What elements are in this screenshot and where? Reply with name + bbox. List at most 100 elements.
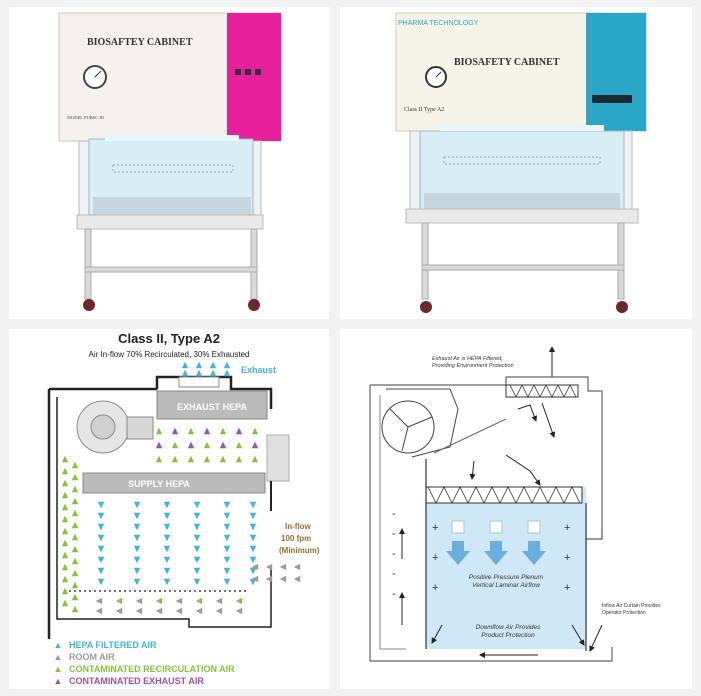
svg-text:+: + [564, 582, 570, 594]
airflow-arrow-mark [249, 534, 257, 542]
airflow-arrow-mark [249, 512, 257, 520]
airflow-arrow-mark [155, 597, 163, 605]
airflow-arrow-mark [215, 597, 223, 605]
airflow-arrows [61, 361, 301, 615]
airflow-arrow-mark [235, 597, 243, 605]
airflow-arrow-mark [97, 523, 105, 531]
airflow-arrow-mark [193, 534, 201, 542]
supply-hepa-label: SUPPLY HEPA [128, 479, 190, 489]
airflow-arrow-mark [71, 485, 79, 493]
airflow-arrow-mark [223, 369, 231, 377]
airflow-arrow-mark [293, 575, 301, 583]
diagram-title: Class II, Type A2 [118, 331, 220, 346]
airflow-arrow-mark [163, 501, 171, 509]
airflow-arrow-mark [235, 607, 243, 615]
airflow-arrow-mark [61, 599, 69, 607]
airflow-arrow-mark [249, 501, 257, 509]
airflow-arrow-mark [203, 441, 211, 449]
airflow-arrow-mark [97, 578, 105, 586]
airflow-arrow-mark [195, 597, 203, 605]
model-label: MODEL PUBSC III [67, 115, 104, 120]
airflow-arrow-mark [279, 563, 287, 571]
exhaust-hepa-label: EXHAUST HEPA [177, 402, 247, 412]
svg-text:-: - [392, 588, 396, 600]
airflow-arrow-mark [223, 534, 231, 542]
airflow-arrow-mark [71, 581, 79, 589]
control-panel [586, 13, 646, 131]
airflow-arrow-mark [133, 501, 141, 509]
control-panel [227, 13, 281, 141]
exhaust-note-line1: Exhaust Air is HEPA Filtered, [432, 356, 503, 362]
airflow-arrow-mark [155, 455, 163, 463]
airflow-arrow-mark [163, 556, 171, 564]
airflow-arrow-mark [133, 545, 141, 553]
airflow-arrow-mark [219, 427, 227, 435]
airflow-arrow-mark [155, 607, 163, 615]
airflow-arrow-mark [193, 567, 201, 575]
airflow-arrow-mark [249, 545, 257, 553]
airflow-arrow-mark [71, 569, 79, 577]
airflow-arrow-mark [293, 563, 301, 571]
airflow-arrow-mark [133, 523, 141, 531]
airflow-arrow-mark [187, 427, 195, 435]
airflow-arrow-mark [71, 605, 79, 613]
class2-a2-airflow-diagram: Class II, Type A2 Air In-flow 70% Recirc… [9, 329, 329, 689]
airflow-arrow-mark [195, 369, 203, 377]
plenum-line1: Positive Pressure Plenum [469, 574, 544, 581]
inflow-label: In-flow [285, 522, 312, 531]
airflow-arrow-mark [181, 361, 189, 369]
airflow-arrow-mark [61, 563, 69, 571]
airflow-arrow-mark [97, 512, 105, 520]
downflow-line2: Product Protection [481, 632, 535, 639]
airflow-arrow-mark [249, 523, 257, 531]
airflow-arrow-mark [97, 501, 105, 509]
svg-text:+: + [564, 522, 570, 534]
svg-text:-: - [392, 568, 396, 580]
airflow-arrow-mark [193, 512, 201, 520]
airflow-arrow-mark [71, 497, 79, 505]
airflow-arrow-mark [61, 587, 69, 595]
inflow-speed: 100 fpm [281, 534, 311, 543]
svg-text:+: + [564, 552, 570, 564]
airflow-arrow-mark [133, 556, 141, 564]
downflow-arrows [446, 520, 546, 565]
airflow-arrow-mark [279, 575, 287, 583]
cabinet-photo-teal: PHARMA TECHNOLOGY BIOSAFETY CABINET Clas… [340, 7, 692, 319]
airflow-arrow-mark [251, 441, 259, 449]
airflow-arrow-mark [223, 512, 231, 520]
legend-item: ▲ROOM AIR [53, 652, 115, 662]
svg-text:+: + [432, 582, 438, 594]
airflow-arrow-mark [133, 578, 141, 586]
airflow-arrow-mark [61, 479, 69, 487]
svg-text:-: - [392, 528, 396, 540]
airflow-arrow-mark [187, 441, 195, 449]
inflow-minimum: (Minimum) [279, 546, 320, 555]
airflow-arrow-mark [175, 607, 183, 615]
airflow-arrow-mark [155, 441, 163, 449]
airflow-arrow-mark [193, 501, 201, 509]
airflow-arrow-mark [251, 427, 259, 435]
exhaust-label: Exhaust [241, 365, 276, 375]
airflow-arrow-mark [223, 361, 231, 369]
airflow-arrow-mark [61, 539, 69, 547]
downflow-line1: Downflow Air Provides [476, 624, 542, 631]
cabinet-title: BIOSAFETY CABINET [454, 57, 560, 68]
legend-item: ▲HEPA FILTERED AIR [53, 640, 157, 650]
airflow-arrow-mark [251, 563, 259, 571]
airflow-arrow-mark [163, 545, 171, 553]
airflow-arrow-mark [163, 523, 171, 531]
airflow-arrow-mark [187, 455, 195, 463]
airflow-arrow-mark [175, 597, 183, 605]
brand-label: PHARMA TECHNOLOGY [398, 20, 479, 27]
svg-text:-: - [392, 548, 396, 560]
airflow-arrow-mark [223, 501, 231, 509]
airflow-arrow-mark [71, 533, 79, 541]
airflow-arrow-mark [163, 578, 171, 586]
airflow-arrow-mark [223, 567, 231, 575]
inflow-note-line2: Operator Protection [602, 610, 646, 616]
airflow-arrow-mark [135, 607, 143, 615]
legend-item: ▲CONTAMINATED RECIRCULATION AIR [53, 664, 235, 674]
airflow-arrow-mark [209, 369, 217, 377]
airflow-legend: ▲HEPA FILTERED AIR ▲ROOM AIR ▲CONTAMINAT… [53, 639, 235, 687]
airflow-arrow-mark [115, 607, 123, 615]
